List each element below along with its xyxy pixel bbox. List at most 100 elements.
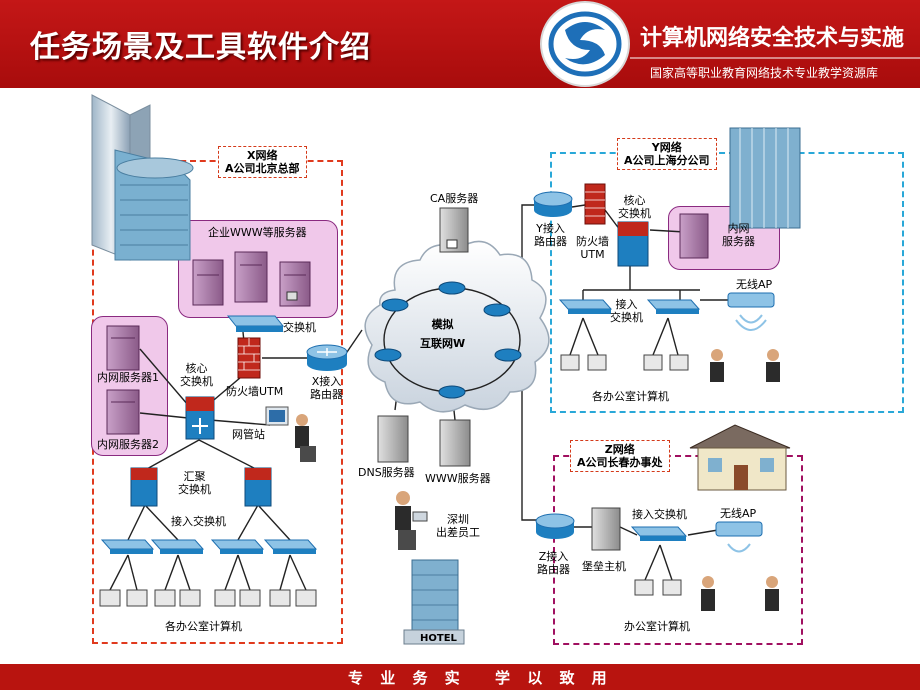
nms-label: 网管站 xyxy=(232,428,265,441)
z-router-label: Z接入 路由器 xyxy=(537,550,570,576)
y-core-switch-line1: 核心 xyxy=(623,194,646,207)
x-agg-switches-icon xyxy=(130,467,272,507)
y-firewall-label: 防火墙 UTM xyxy=(576,235,609,261)
footer-slogan-right: 学 以 致 用 xyxy=(495,669,613,687)
y-network-region xyxy=(550,152,904,413)
z-pcs-label: 办公室计算机 xyxy=(624,620,690,633)
z-router-icon xyxy=(535,513,575,539)
x-firewall-label: 防火墙UTM xyxy=(226,385,284,398)
course-subtitle: 国家高等职业教育网络技术专业教学资源库 xyxy=(650,66,879,80)
x-network-title: X网络 A公司北京总部 xyxy=(218,146,307,178)
y-core-switch-label: 核心 交换机 xyxy=(618,194,651,220)
x-pcs-icon xyxy=(99,589,317,607)
y-inner-server-label: 内网 服务器 xyxy=(722,222,755,248)
nms-station-icon xyxy=(265,406,316,462)
x-inner-server1-label: 内网服务器1 xyxy=(97,371,159,384)
y-pcs-icon xyxy=(560,354,689,371)
internet-label-line2: 互联网W xyxy=(420,337,466,350)
internet-routers-icon xyxy=(374,281,522,399)
z-bastion-label: 堡垒主机 xyxy=(582,560,626,573)
traveler-line1: 深圳 xyxy=(447,513,469,526)
z-network-title: Z网络 A公司长春办事处 xyxy=(570,440,670,472)
x-core-switch-icon xyxy=(185,396,215,440)
z-access-switch-icon xyxy=(630,526,688,541)
x-router-line2: 路由器 xyxy=(310,388,343,401)
x-access-switch-label: 接入交换机 xyxy=(171,515,226,528)
x-router-line1: X接入 xyxy=(311,375,342,388)
y-inner-server-line1: 内网 xyxy=(727,222,750,235)
y-wireless-users-icon xyxy=(710,349,780,382)
x-core-switch-line1: 核心 xyxy=(185,362,208,375)
z-office-house-icon xyxy=(689,424,791,491)
header-bar xyxy=(0,0,920,88)
y-access-switches-icon xyxy=(558,299,701,314)
dns-server-icon xyxy=(377,415,409,463)
hotel-building-icon xyxy=(403,559,465,645)
traveler-icon xyxy=(395,491,428,550)
z-router-line2: 路由器 xyxy=(537,563,570,576)
footer-slogan-left: 专 业 务 实 xyxy=(348,669,466,687)
internet-label: 模拟 互联网W xyxy=(420,318,465,350)
ca-server-icon xyxy=(439,207,469,253)
y-network-title: Y网络 A公司上海分公司 xyxy=(617,138,717,170)
y-access-switch-line1: 接入 xyxy=(615,298,638,311)
y-firewall-icon xyxy=(584,183,606,225)
y-wireless-ap-label: 无线AP xyxy=(736,278,773,291)
x-agg-switch-label: 汇聚 交换机 xyxy=(178,470,211,496)
z-bastion-host-icon xyxy=(591,507,621,551)
y-firewall-line1: 防火墙 xyxy=(576,235,609,248)
x-router-label: X接入 路由器 xyxy=(310,375,343,401)
y-access-switch-label: 接入 交换机 xyxy=(610,298,643,324)
y-branch-building-icon xyxy=(729,127,801,229)
y-network-title-line2: A公司上海分公司 xyxy=(624,154,710,167)
z-network-region xyxy=(553,455,803,645)
x-router-icon xyxy=(306,344,348,371)
y-router-label: Y接入 路由器 xyxy=(534,222,567,248)
x-core-switch-label: 核心 交换机 xyxy=(180,362,213,388)
y-inner-server-icon xyxy=(679,213,709,259)
z-network-title-line1: Z网络 xyxy=(604,443,635,456)
z-wireless-ap-icon xyxy=(715,521,763,553)
x-inner-servers-icon xyxy=(106,325,140,435)
www-server-label: WWW服务器 xyxy=(425,472,491,485)
dns-server-label: DNS服务器 xyxy=(358,466,415,479)
z-network-title-line2: A公司长春办事处 xyxy=(577,456,663,469)
header-logo xyxy=(540,1,920,87)
ca-server-label: CA服务器 xyxy=(430,192,479,205)
y-pcs-label: 各办公室计算机 xyxy=(592,390,669,403)
z-wireless-ap-label: 无线AP xyxy=(720,507,757,520)
x-pcs-label: 各办公室计算机 xyxy=(165,620,242,633)
y-access-switch-line2: 交换机 xyxy=(610,311,643,324)
course-title: 计算机网络安全技术与实施 xyxy=(640,26,905,51)
x-network-title-line1: X网络 xyxy=(247,149,278,162)
x-www-servers-label: 企业WWW等服务器 xyxy=(208,226,307,239)
y-wireless-ap-icon xyxy=(727,292,775,331)
y-core-switch-line2: 交换机 xyxy=(618,207,651,220)
page-title: 任务场景及工具软件介绍 xyxy=(30,30,371,65)
y-inner-server-line2: 服务器 xyxy=(722,235,755,248)
y-router-line1: Y接入 xyxy=(536,222,565,235)
y-router-line2: 路由器 xyxy=(534,235,567,248)
x-switch-label: 交换机 xyxy=(283,321,316,334)
y-network-title-line1: Y网络 xyxy=(651,141,682,154)
internet-label-line1: 模拟 xyxy=(431,318,454,331)
x-firewall-icon xyxy=(237,337,261,379)
x-hq-building-icon xyxy=(91,94,194,261)
x-agg-switch-line2: 交换机 xyxy=(178,483,211,496)
y-firewall-line2: UTM xyxy=(580,248,605,261)
x-inner-server2-label: 内网服务器2 xyxy=(97,438,159,451)
y-router-icon xyxy=(533,191,573,217)
x-access-switches-icon xyxy=(100,539,318,554)
footer-bar xyxy=(0,664,920,690)
x-www-servers-icon xyxy=(192,251,311,307)
x-agg-switch-line1: 汇聚 xyxy=(183,470,206,483)
hotel-sign: HOTEL xyxy=(420,633,457,644)
z-pcs-icon xyxy=(634,579,682,596)
z-wireless-users-icon xyxy=(701,576,779,611)
x-core-switch-line2: 交换机 xyxy=(180,375,213,388)
x-network-title-line2: A公司北京总部 xyxy=(225,162,300,175)
x-switch-icon xyxy=(226,315,285,332)
y-core-switch-icon xyxy=(617,221,649,267)
